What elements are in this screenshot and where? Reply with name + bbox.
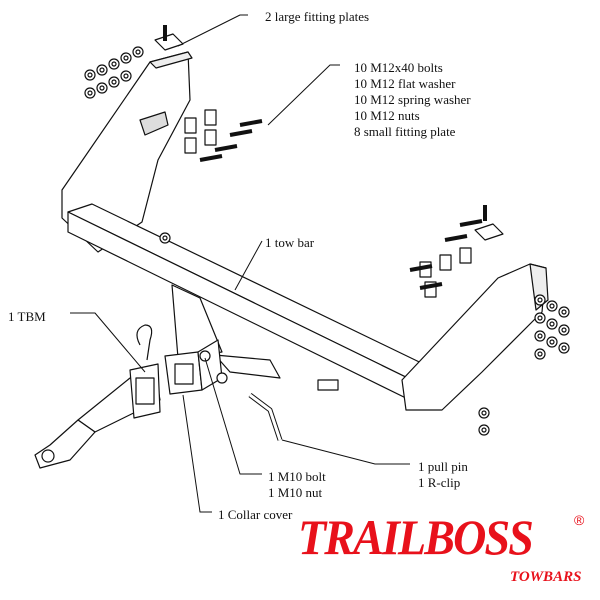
r-clip (136, 324, 153, 361)
label-fastener-1: 10 M12x40 bolts (354, 60, 443, 75)
washer-nut-right-hole (549, 321, 555, 327)
washer-nut-right-hole (561, 345, 567, 351)
label-fastener-3: 10 M12 spring washer (354, 92, 471, 107)
washer-nut-right-lower (478, 407, 490, 419)
washer-nut-right (546, 336, 558, 348)
washer-nut-right (546, 300, 558, 312)
m12-bolt (199, 154, 223, 162)
label-m10-bolt: 1 M10 bolt (268, 469, 326, 484)
washer-nut-left (84, 87, 96, 99)
washer-nut-left (96, 64, 108, 76)
left-bracket-flange (149, 51, 193, 69)
label-tbm: 1 TBM (8, 309, 46, 324)
trailboss-logo: TRAILBOSS (298, 509, 534, 565)
m12-bolt (409, 264, 433, 272)
washer-nut-right (534, 294, 546, 306)
washer-nut-left-hole (111, 79, 117, 85)
washer-nut-right-hole (537, 333, 543, 339)
beam-bracket-tab (317, 379, 339, 391)
washer-nut-right-hole (537, 297, 543, 303)
washer-nut-right-hole (561, 327, 567, 333)
safety-chain-plate (214, 354, 281, 379)
washer-nut-left (96, 82, 108, 94)
washer-nut-left (120, 52, 132, 64)
pull-pin (248, 393, 283, 441)
label-fastener-2: 10 M12 flat washer (354, 76, 456, 91)
label-fastener-4: 10 M12 nuts (354, 108, 420, 123)
receiver-opening (174, 363, 194, 385)
washer-nut-right (558, 342, 570, 354)
tbm-collar-opening (135, 377, 155, 405)
washer-nut-left (120, 70, 132, 82)
m10-nut (216, 372, 228, 384)
label-tow-bar: 1 tow bar (265, 235, 315, 250)
washer-nut-left-hole (99, 85, 105, 91)
large-fitting-plate (154, 33, 184, 51)
washer-nut-right (546, 318, 558, 330)
receiver-support (171, 284, 223, 359)
washer-nut-left (84, 69, 96, 81)
washer-nut-right (534, 348, 546, 360)
washer-nut-right-hole (549, 303, 555, 309)
small-fitting-plate (424, 281, 437, 298)
small-fitting-plate (204, 109, 217, 126)
small-fitting-plate (184, 137, 197, 154)
tbm-ball-hole (41, 449, 55, 463)
washer-nut-right (534, 330, 546, 342)
washer-nut-left-hole (123, 73, 129, 79)
small-fitting-plate (184, 117, 197, 134)
m12-bolt (444, 234, 468, 242)
label-m10-nut: 1 M10 nut (268, 485, 323, 500)
m12-bolt (419, 282, 443, 290)
label-pull-pin: 1 pull pin (418, 459, 468, 474)
registered-mark: ® (574, 512, 585, 528)
tow-bar-beam-top (67, 203, 441, 383)
trailboss-logo-sub: TOWBARS (510, 569, 582, 585)
label-fastener-5: 8 small fitting plate (354, 124, 456, 139)
washer-nut-center (159, 232, 171, 244)
label-collar-cover: 1 Collar cover (218, 507, 293, 522)
washer-nut-left-hole (87, 72, 93, 78)
leader-lines (70, 14, 410, 513)
m10-bolt-head (199, 350, 211, 362)
washer-nut-right (534, 312, 546, 324)
washer-nut-right (558, 306, 570, 318)
label-large-fitting-plates: 2 large fitting plates (265, 9, 370, 24)
fastener-groups (84, 25, 570, 436)
washer-nut-left-hole (123, 55, 129, 61)
washer-nut-left (108, 76, 120, 88)
washer-nut-left-hole (111, 61, 117, 67)
nut-right-lower (478, 424, 490, 436)
small-fitting-plate (439, 254, 452, 271)
washer-nut-left (108, 58, 120, 70)
small-fitting-plate (204, 129, 217, 146)
washer-nut-left (132, 46, 144, 58)
m12-bolt (229, 129, 253, 137)
washer-nut-right (558, 324, 570, 336)
washer-nut-left-hole (135, 49, 141, 55)
m12-bolt (239, 119, 263, 127)
washer-nut-center-hole (162, 235, 168, 241)
nut-right-lower-hole (481, 427, 487, 433)
right-bracket (401, 263, 547, 411)
washer-nut-right-hole (537, 351, 543, 357)
washer-nut-right-hole (537, 315, 543, 321)
washer-nut-left-hole (99, 67, 105, 73)
washer-nut-right-hole (561, 309, 567, 315)
label-r-clip: 1 R-clip (418, 475, 461, 490)
small-fitting-plate (459, 247, 472, 264)
washer-nut-right-hole (549, 339, 555, 345)
washer-nut-left-hole (87, 90, 93, 96)
large-fitting-plate (474, 223, 504, 241)
m12-bolt (214, 144, 238, 152)
m12-bolt (459, 219, 483, 227)
left-large-plate-mount (139, 111, 169, 136)
washer-nut-right-lower-hole (481, 410, 487, 416)
